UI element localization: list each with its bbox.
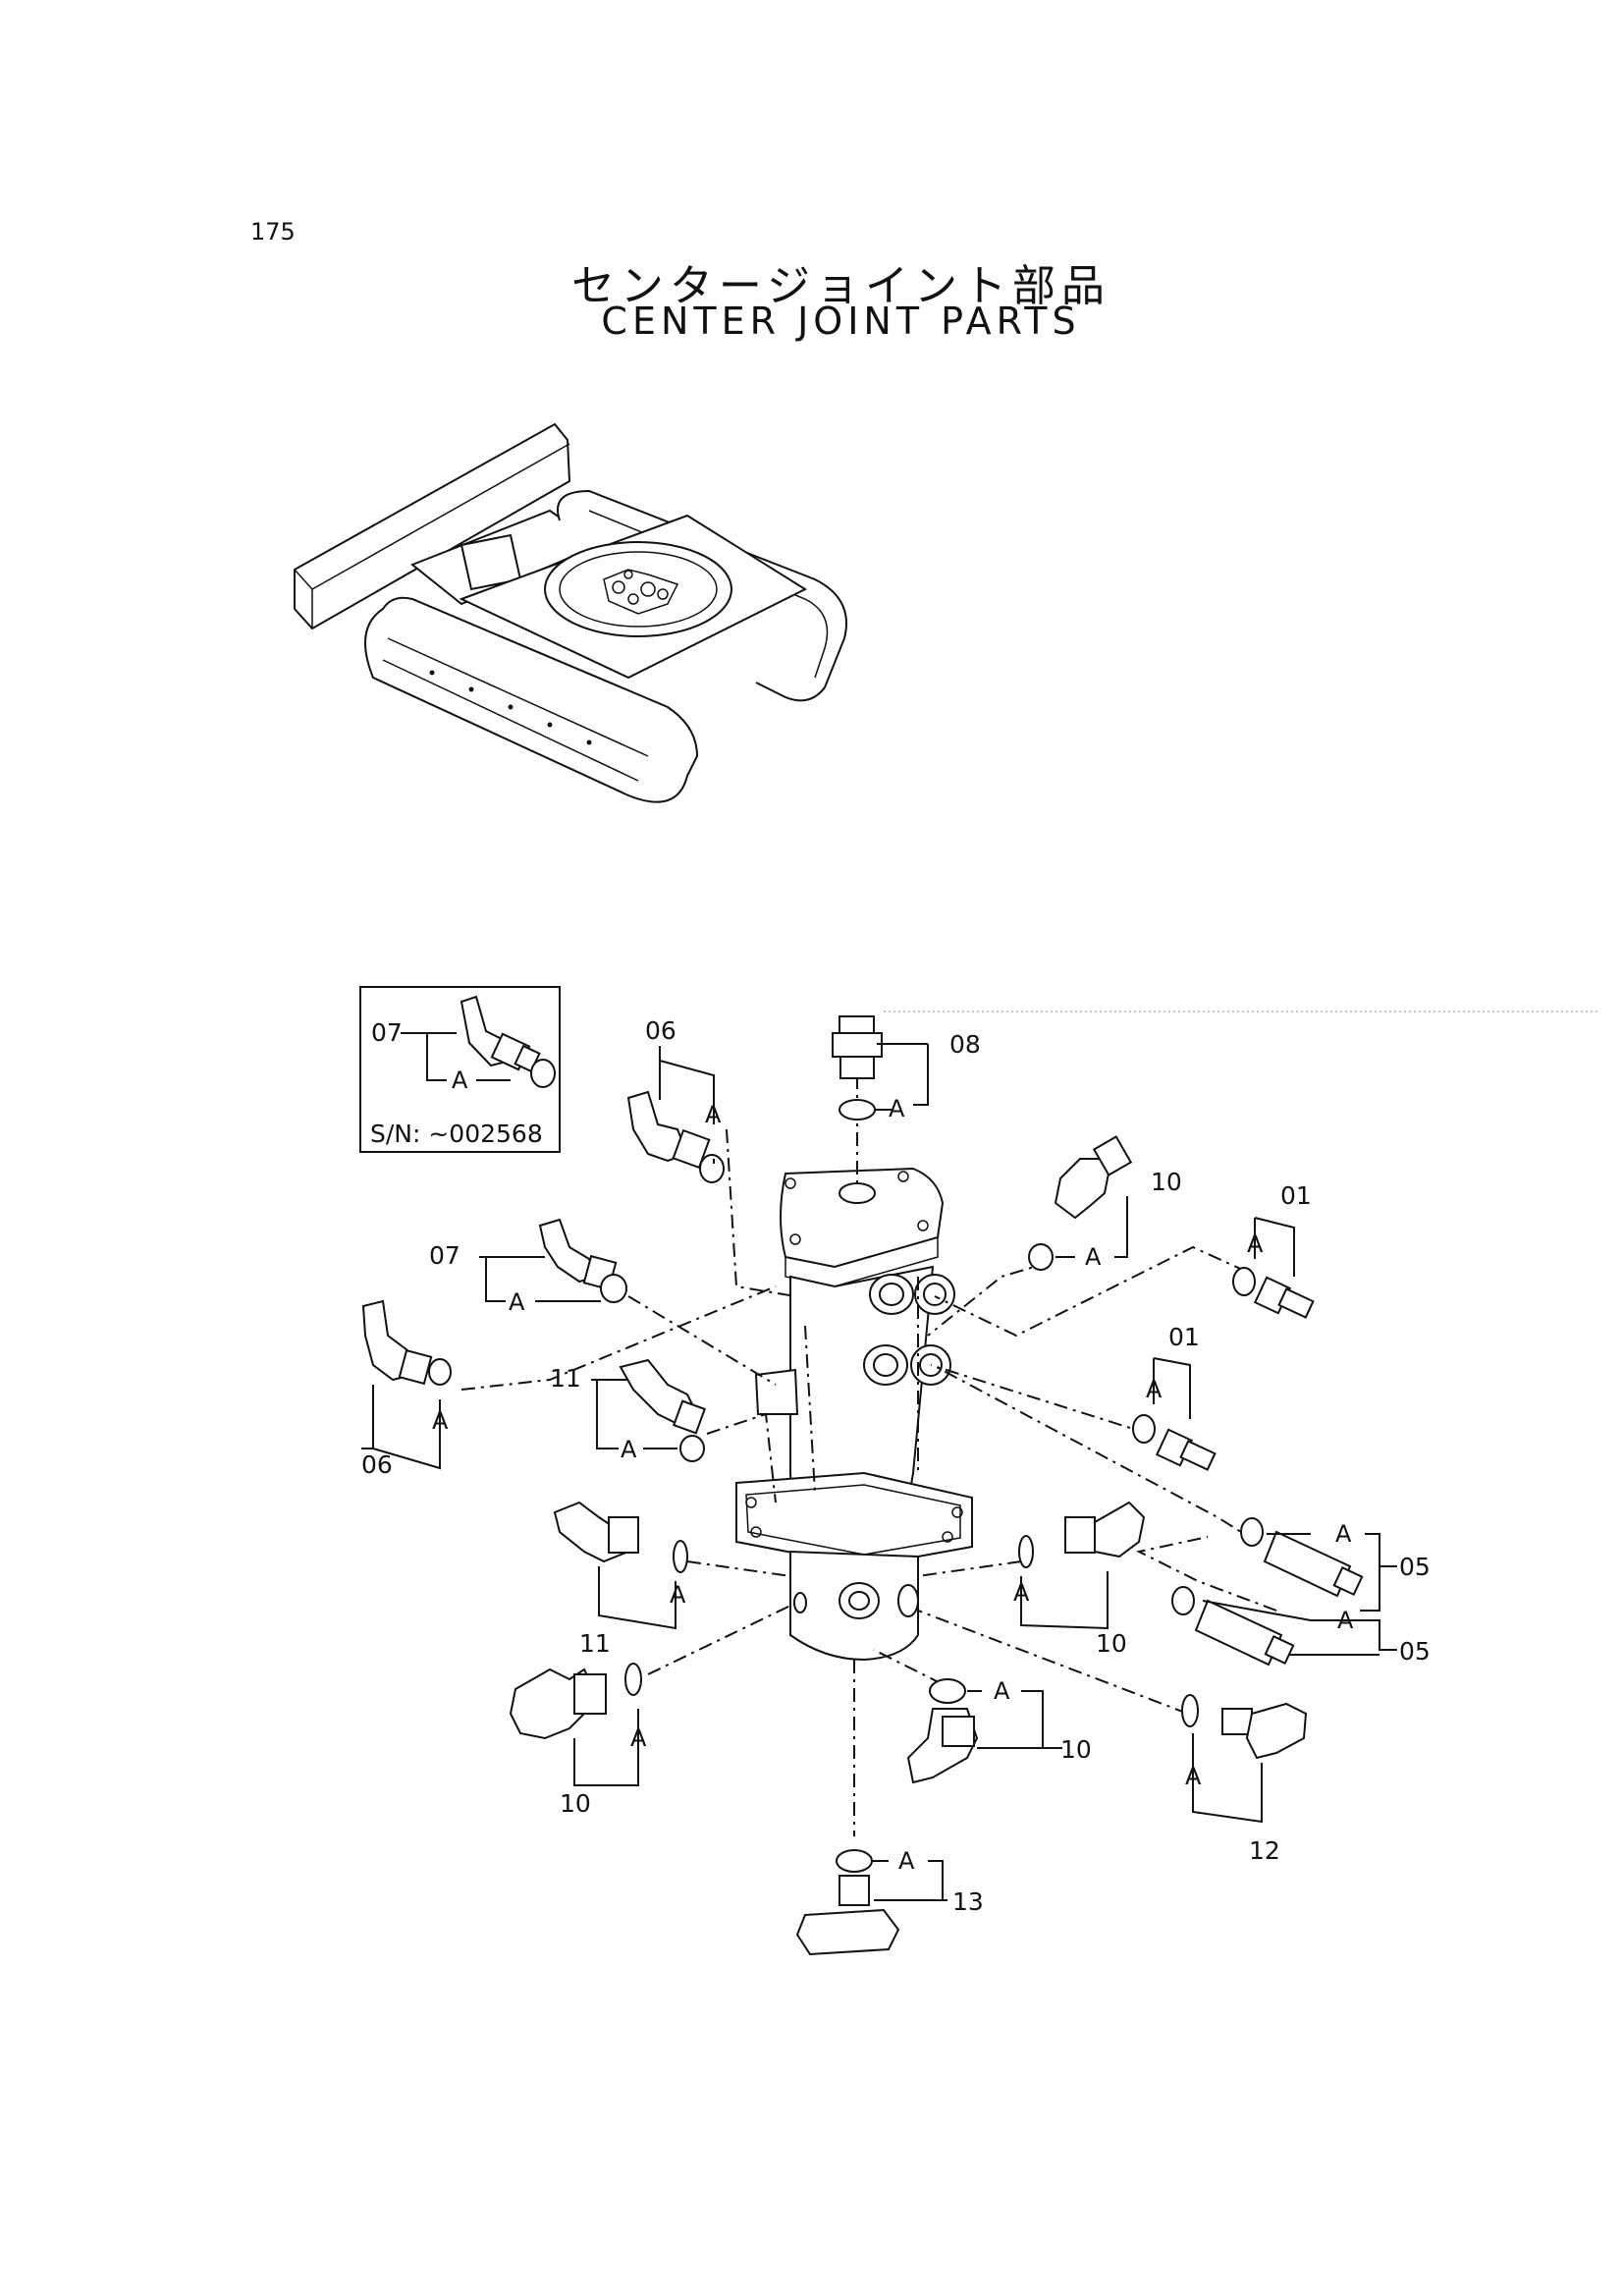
- oring-label-05-lower: A: [1337, 1607, 1354, 1634]
- oring-label-08: A: [889, 1095, 905, 1122]
- fittings: [361, 1015, 1364, 1956]
- oring-label-01-lower: A: [1146, 1376, 1163, 1403]
- oring-label-06-upper: A: [705, 1101, 722, 1128]
- oring-label-10-bottom-center: A: [994, 1677, 1010, 1705]
- oring-label-06-lower: A: [432, 1407, 449, 1435]
- callout-13: 13: [952, 1887, 984, 1916]
- oring-label-10-lower-right: A: [1013, 1579, 1030, 1607]
- oring-label-11-upper: A: [621, 1436, 637, 1463]
- oring-label-05-upper: A: [1335, 1520, 1352, 1548]
- inset-part-07: 07: [371, 1018, 403, 1047]
- connection-lines: [460, 1075, 1277, 1836]
- leader-brackets: [361, 1043, 1397, 1901]
- oring-label-01-upper: A: [1247, 1230, 1264, 1258]
- inset-serial-number: S/N: ~002568: [370, 1120, 543, 1148]
- callout-10-lower-right: 10: [1096, 1629, 1127, 1658]
- callout-05-lower: 05: [1399, 1637, 1431, 1666]
- serial-number-inset: 07 A S/N: ~002568: [359, 986, 561, 1153]
- center-joint-body: [735, 1167, 973, 1662]
- callout-05-upper: 05: [1399, 1553, 1431, 1581]
- callout-11-lower: 11: [579, 1629, 611, 1658]
- callout-06-lower: 06: [361, 1450, 393, 1479]
- callout-12: 12: [1249, 1836, 1280, 1865]
- oring-label-07: A: [509, 1288, 525, 1316]
- oring-label-10-lower-left: A: [630, 1724, 647, 1752]
- callout-11-upper: 11: [550, 1364, 581, 1393]
- page-title-english: CENTER JOINT PARTS: [601, 300, 1081, 343]
- oring-label-10-upper: A: [1085, 1243, 1102, 1271]
- callout-08: 08: [949, 1030, 981, 1059]
- callout-10-upper: 10: [1151, 1168, 1182, 1196]
- callout-labels: 06 08 07 06 11 10 01 01 05 05 11 10 10 1…: [361, 1016, 1431, 1916]
- undercarriage-illustration: [294, 422, 847, 803]
- callout-10-lower-left: 10: [560, 1789, 591, 1818]
- callout-07: 07: [429, 1241, 460, 1270]
- callout-01-lower: 01: [1168, 1323, 1200, 1351]
- callout-01-upper: 01: [1280, 1181, 1312, 1210]
- callout-10-bottom-center: 10: [1060, 1735, 1092, 1764]
- oring-label-13: A: [898, 1847, 915, 1875]
- oring-label-12: A: [1185, 1763, 1202, 1790]
- oring-label-11-lower: A: [670, 1581, 686, 1609]
- callout-06-upper: 06: [645, 1016, 676, 1045]
- page-title-japanese: センタージョイント部品: [570, 261, 1111, 311]
- inset-oring-label: A: [452, 1066, 468, 1094]
- page-number: 175: [250, 218, 296, 246]
